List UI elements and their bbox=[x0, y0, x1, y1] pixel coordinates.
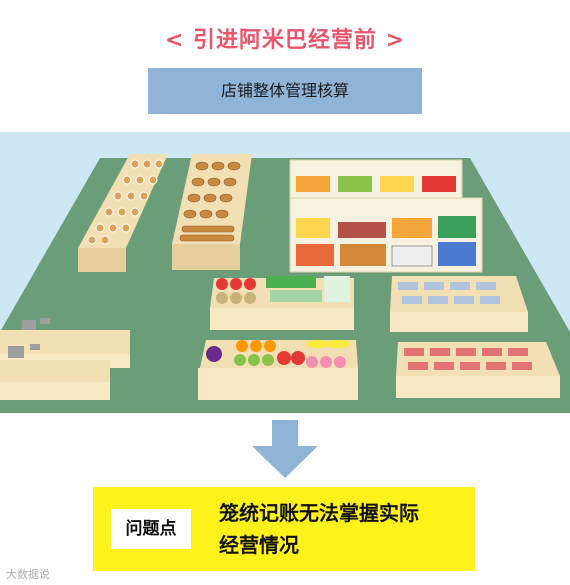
cash-register-icon bbox=[8, 318, 50, 358]
bread-counter bbox=[172, 154, 252, 270]
back-shelf bbox=[289, 159, 483, 273]
fruit-icon bbox=[206, 340, 350, 368]
fish-icon bbox=[398, 282, 500, 304]
watermark: 大数据说 bbox=[6, 568, 50, 581]
checkout-counter bbox=[0, 318, 130, 400]
vegetable-icon bbox=[216, 276, 350, 304]
problem-text: 笼统记账无法掌握实际 经营情况 bbox=[219, 497, 469, 561]
donut-counter bbox=[78, 154, 168, 272]
meat-icon bbox=[404, 348, 532, 370]
store-scene bbox=[0, 132, 570, 413]
banner-store-accounting: 店铺整体管理核算 bbox=[148, 68, 422, 114]
shelf-icon bbox=[296, 176, 476, 267]
fruit-counter bbox=[198, 340, 358, 400]
donut-icon bbox=[87, 159, 164, 245]
bread-icon bbox=[179, 161, 241, 242]
meat-counter bbox=[396, 342, 560, 398]
problem-line-2: 经营情况 bbox=[219, 533, 299, 557]
down-arrow-icon bbox=[252, 420, 318, 478]
vegetable-counter bbox=[210, 276, 354, 330]
problem-panel: 问题点 笼统记账无法掌握实际 经营情况 bbox=[93, 487, 475, 571]
problem-line-1: 笼统记账无法掌握实际 bbox=[219, 501, 419, 525]
page-title: < 引进阿米巴经营前 > bbox=[164, 28, 406, 53]
problem-tag: 问题点 bbox=[111, 509, 191, 549]
fish-counter bbox=[390, 276, 528, 332]
